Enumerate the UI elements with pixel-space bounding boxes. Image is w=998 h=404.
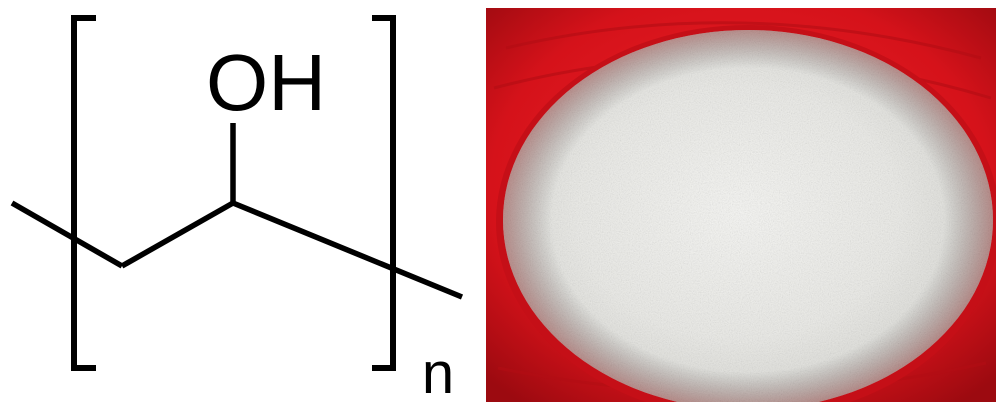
repeat-count-label: n [422, 341, 454, 404]
right-bracket [372, 15, 396, 371]
polymer-structure-diagram: OH n [0, 0, 480, 404]
hydroxyl-label: OH [206, 38, 326, 127]
skeletal-formula: OH n [10, 15, 464, 404]
powder-photo [486, 8, 996, 402]
left-bracket [71, 15, 96, 371]
left-end-bond [10, 200, 124, 269]
right-end-bond [231, 200, 464, 300]
powder-in-red-container-image [486, 8, 996, 402]
chain-bond-1 [120, 200, 235, 269]
